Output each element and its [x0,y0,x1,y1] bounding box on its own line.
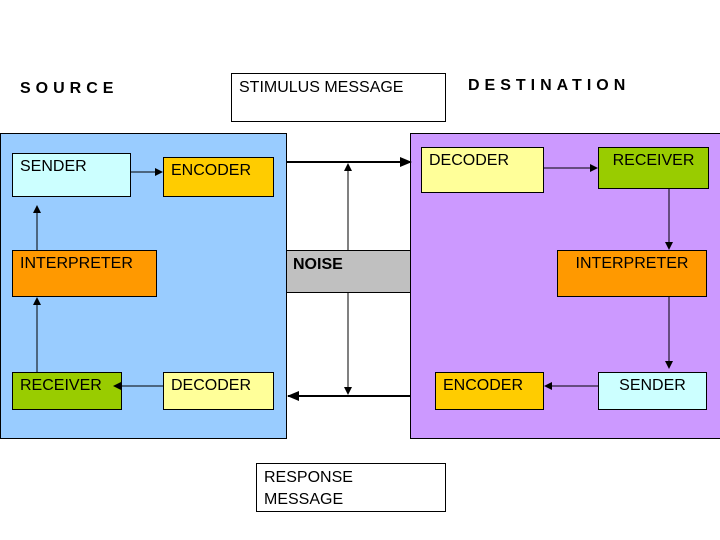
destination-encoder-label: ENCODER [443,377,524,394]
source-receiver-box: RECEIVER [12,372,122,410]
source-heading: SOURCE [20,80,119,97]
destination-sender-label: SENDER [619,377,686,394]
source-encoder-box: ENCODER [163,157,274,197]
source-sender-label: SENDER [20,158,87,175]
destination-encoder-box: ENCODER [435,372,544,410]
destination-interpreter-box: INTERPRETER [557,250,707,297]
source-receiver-label: RECEIVER [20,377,102,394]
destination-decoder-box: DECODER [421,147,544,193]
source-interpreter-box: INTERPRETER [12,250,157,297]
source-sender-box: SENDER [12,153,131,197]
response-message-box: RESPONSE MESSAGE [256,463,446,512]
destination-interpreter-label: INTERPRETER [575,255,689,272]
destination-decoder-label: DECODER [429,152,510,169]
response-message-label: RESPONSE MESSAGE [264,469,353,508]
destination-heading: DESTINATION [468,77,631,94]
stimulus-message-label: STIMULUS MESSAGE [239,79,404,96]
destination-receiver-label: RECEIVER [612,152,695,169]
destination-receiver-box: RECEIVER [598,147,709,189]
source-interpreter-label: INTERPRETER [20,255,133,272]
source-decoder-label: DECODER [171,377,252,394]
source-decoder-box: DECODER [163,372,274,410]
noise-label: NOISE [293,256,343,273]
destination-sender-box: SENDER [598,372,707,410]
source-encoder-label: ENCODER [171,162,252,179]
stimulus-message-box: STIMULUS MESSAGE [231,73,446,122]
noise-band: NOISE [286,250,411,293]
